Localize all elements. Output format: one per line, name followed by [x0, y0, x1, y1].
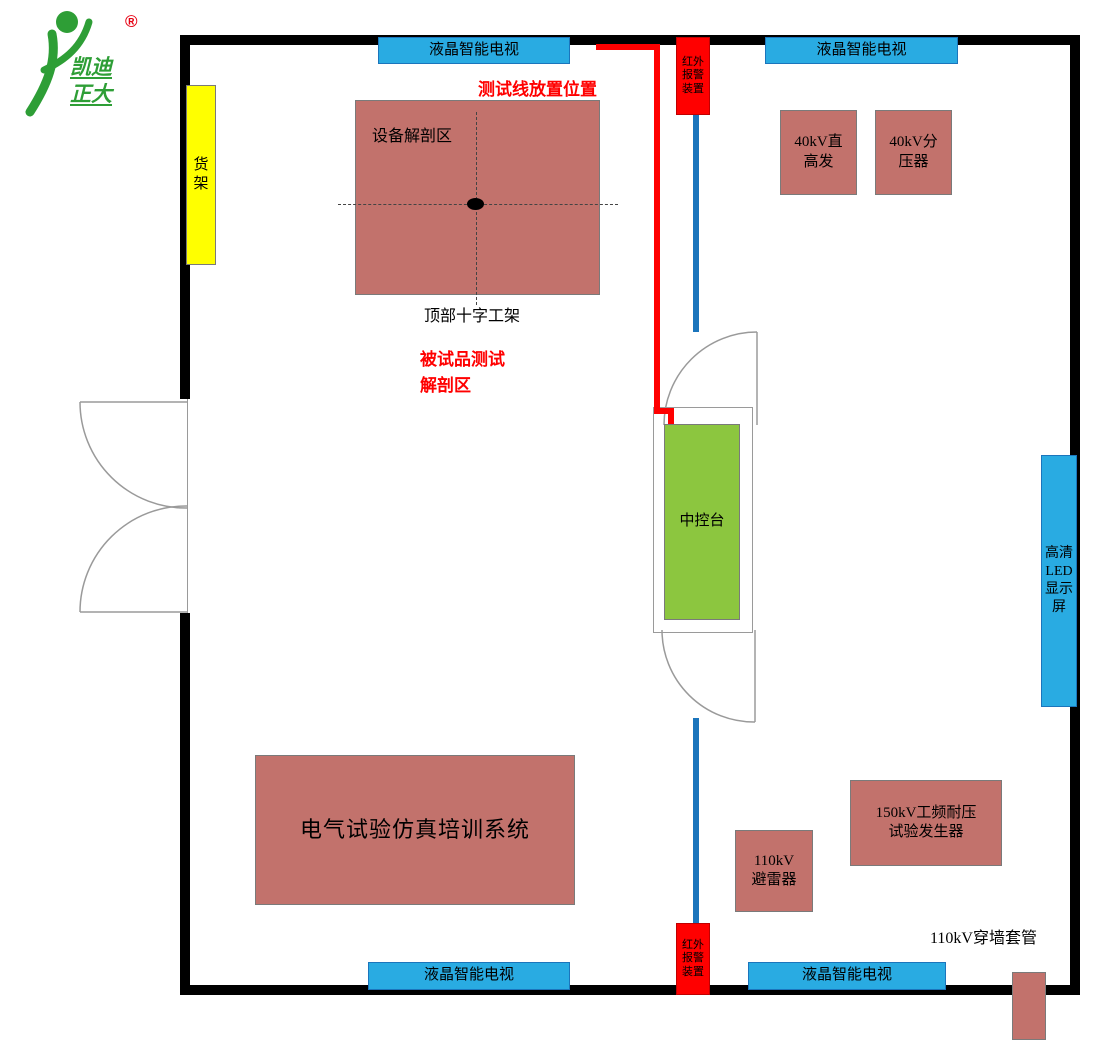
crosshair-center-dot [467, 198, 484, 210]
dissection-area-label: 设备解剖区 [372, 128, 453, 145]
infrared-alarm-top: 红外 报警 装置 [676, 37, 710, 115]
withstand-generator-label: 150kV工频耐压 试验发生器 [875, 804, 977, 841]
training-system-area: 电气试验仿真培训系统 [255, 755, 575, 905]
dc-hv-generator: 40kV直 高发 [780, 110, 857, 195]
withstand-generator: 150kV工频耐压 试验发生器 [850, 780, 1002, 866]
tv-label: 液晶智能电视 [428, 41, 519, 58]
equipment-dissection-area [355, 100, 600, 295]
registered-mark: ® [125, 12, 138, 31]
tv-label: 液晶智能电视 [816, 41, 907, 58]
entrance-door-gap [178, 399, 192, 613]
alarm-label: 红外 报警 装置 [682, 56, 704, 95]
brand-name: 凯迪 正大 [70, 56, 112, 107]
logo-figure-icon [25, 11, 93, 117]
test-line-note: 测试线放置位置 [478, 80, 597, 99]
shelf-label: 货架 [193, 156, 209, 193]
tv-label: 液晶智能电视 [801, 967, 892, 984]
specimen-test-note: 被试品测试 解剖区 [420, 350, 505, 395]
entrance-door-frame [187, 399, 188, 613]
shelf-rack: 货架 [186, 85, 216, 265]
brand-logo: ® 凯迪 正大 [12, 6, 182, 121]
voltage-divider: 40kV分 压器 [875, 110, 952, 195]
wall-bushing [1012, 972, 1046, 1040]
arrester: 110kV 避雷器 [735, 830, 813, 912]
infrared-alarm-bottom: 红外 报警 装置 [676, 923, 710, 995]
alarm-label: 红外 报警 装置 [682, 939, 704, 978]
tv-top-left: 液晶智能电视 [378, 37, 570, 64]
led-display-screen: 高清LED显示屏 [1041, 455, 1077, 707]
dc-hv-generator-label: 40kV直 高发 [794, 134, 843, 170]
console-label: 中控台 [679, 513, 725, 530]
voltage-divider-label: 40kV分 压器 [889, 134, 938, 170]
tv-top-right: 液晶智能电视 [765, 37, 958, 64]
central-console: 中控台 [664, 424, 740, 620]
training-system-label: 电气试验仿真培训系统 [299, 816, 530, 842]
led-screen-label: 高清LED显示屏 [1045, 545, 1073, 616]
tv-bottom-right: 液晶智能电视 [748, 962, 946, 990]
cross-frame-caption: 顶部十字工架 [424, 308, 521, 325]
tv-bottom-left: 液晶智能电视 [368, 962, 570, 990]
arrester-label: 110kV 避雷器 [751, 852, 797, 889]
tv-label: 液晶智能电视 [423, 967, 514, 984]
wall-bushing-label: 110kV穿墙套管 [930, 930, 1037, 947]
entrance-door-arcs [79, 401, 189, 613]
